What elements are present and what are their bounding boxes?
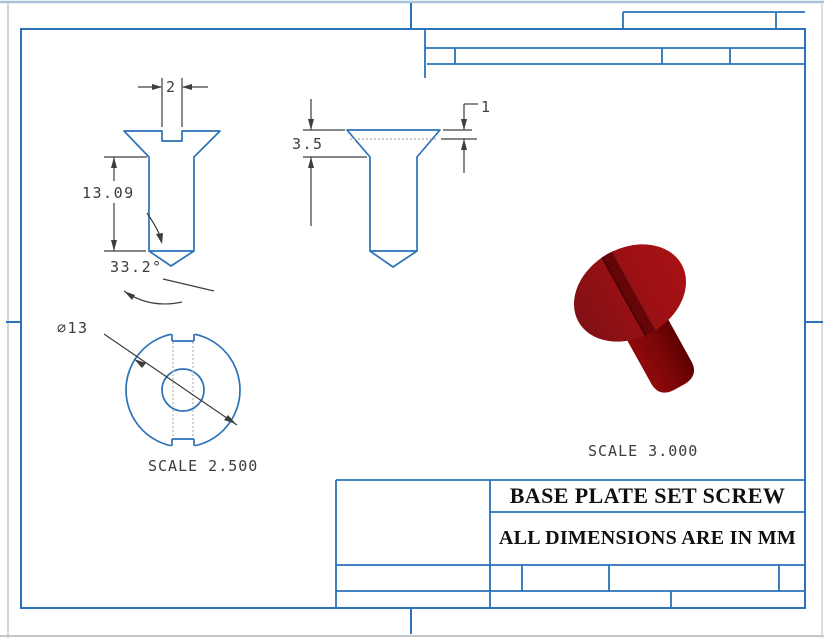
drawing-frame xyxy=(6,3,823,634)
dim-label-slot-width: 2 xyxy=(166,78,177,96)
dim-label-length: 13.09 xyxy=(82,184,135,202)
dim-label-tip-angle: 33.2° xyxy=(110,258,163,276)
side-view-geometry xyxy=(346,129,441,268)
top-view-geometry xyxy=(125,328,241,452)
dim-label-slot-depth: 1 xyxy=(481,98,492,116)
scale-label-top-view: SCALE 2.500 xyxy=(148,457,259,475)
header-block xyxy=(424,11,805,78)
part-title: BASE PLATE SET SCREW xyxy=(509,483,786,508)
dim-label-head-height: 3.5 xyxy=(292,135,324,153)
front-view-geometry xyxy=(123,130,221,267)
dim-label-diameter: ∅13 xyxy=(57,319,89,337)
title-block-grid xyxy=(335,479,805,608)
units-note: ALL DIMENSIONS ARE IN MM xyxy=(498,527,797,549)
dimension-arrowheads xyxy=(111,84,467,424)
scale-label-iso-view: SCALE 3.000 xyxy=(588,442,699,460)
iso-view-render xyxy=(573,244,695,393)
